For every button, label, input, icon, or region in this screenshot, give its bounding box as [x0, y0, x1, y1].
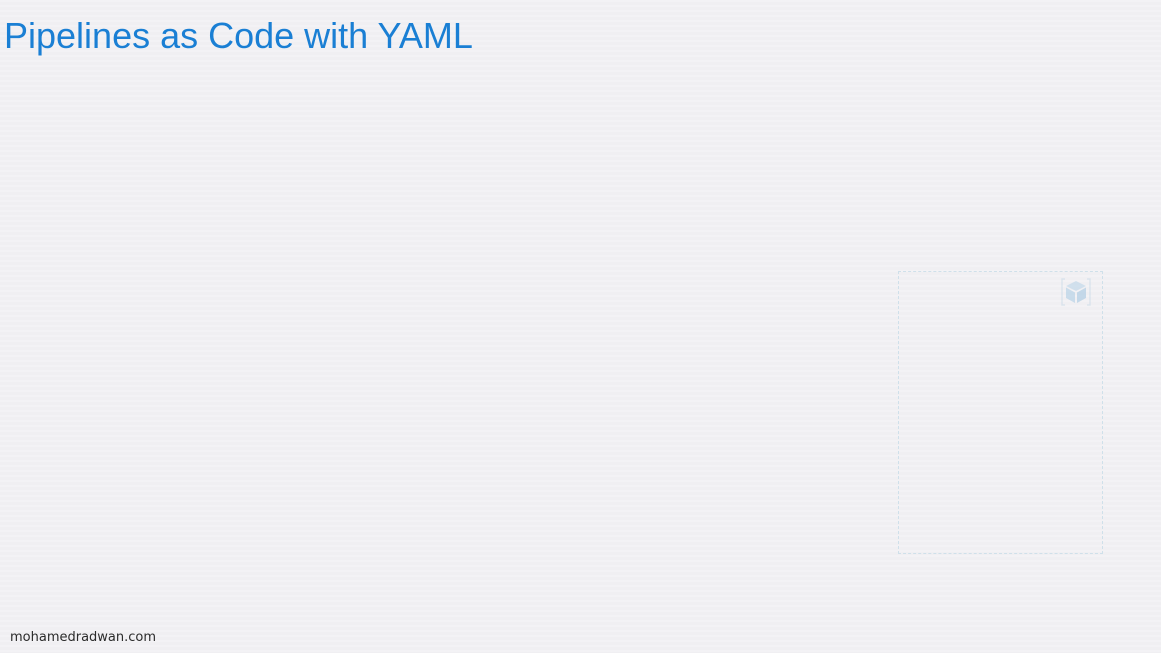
content-placeholder [898, 271, 1103, 554]
cube-icon [1059, 276, 1093, 308]
slide-title: Pipelines as Code with YAML [4, 15, 473, 56]
footer-website-url: mohamedradwan.com [10, 630, 157, 645]
